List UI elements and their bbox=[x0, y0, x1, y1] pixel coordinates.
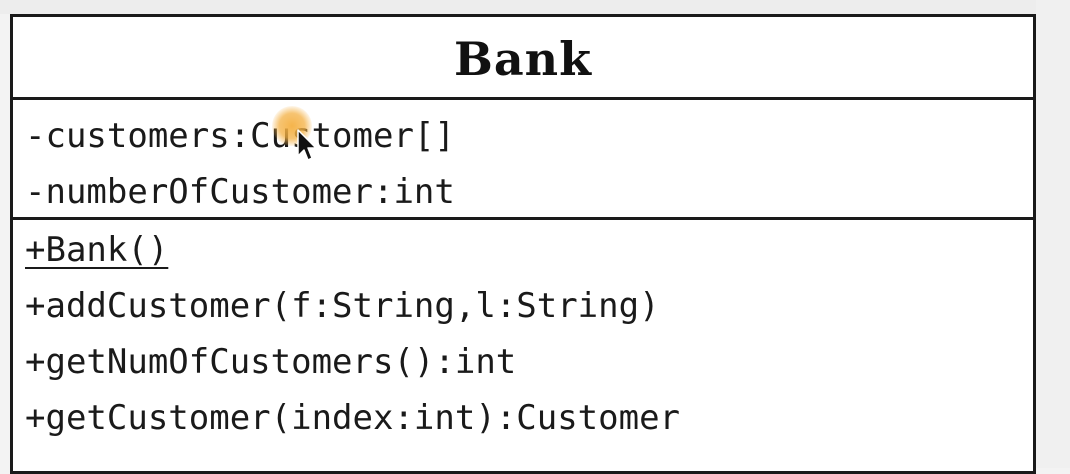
operations-compartment: +Bank() +addCustomer(f:String,l:String) … bbox=[13, 220, 1033, 446]
class-name: Bank bbox=[453, 32, 592, 86]
operation-add-customer: +addCustomer(f:String,l:String) bbox=[25, 286, 660, 326]
attribute-number-of-customer: -numberOfCustomer:int bbox=[25, 172, 455, 212]
operation-get-customer: +getCustomer(index:int):Customer bbox=[25, 398, 681, 438]
operation-constructor-bank: +Bank() bbox=[25, 230, 169, 270]
background-top-band bbox=[0, 0, 1070, 14]
operation-get-num-of-customers: +getNumOfCustomers():int bbox=[25, 342, 517, 382]
uml-class-box-bank[interactable]: Bank -customers:Customer[] -numberOfCust… bbox=[10, 14, 1036, 474]
class-name-compartment: Bank bbox=[13, 17, 1033, 100]
attributes-compartment: -customers:Customer[] -numberOfCustomer:… bbox=[13, 100, 1033, 220]
attribute-customers: -customers:Customer[] bbox=[25, 116, 455, 156]
background-right-band bbox=[1036, 0, 1070, 468]
